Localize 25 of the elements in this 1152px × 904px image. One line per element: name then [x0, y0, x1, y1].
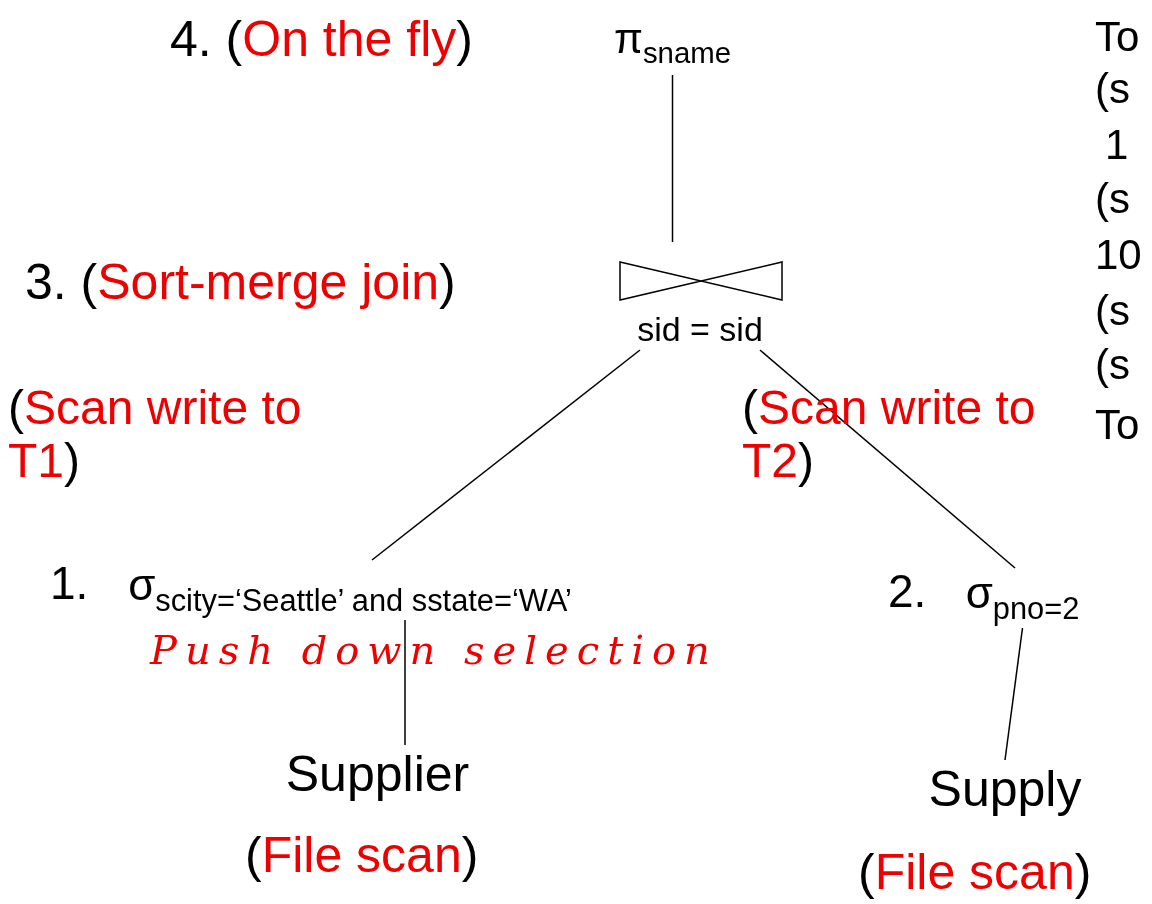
- annotation: 1.: [50, 558, 89, 609]
- annotation: (File scan): [858, 845, 1092, 900]
- node-label: σ$_{scity=‘Seattle’ and sstate=‘WA’}$: [127, 560, 573, 619]
- node-label: σ$_{pno=2}$: [964, 568, 1081, 627]
- cut-off-text: To: [1095, 14, 1140, 61]
- tree-edge: [671, 74, 674, 243]
- annotation: (File scan): [245, 828, 479, 883]
- node-label: π$_{sname}$: [612, 15, 733, 71]
- annotation: 2.: [888, 566, 927, 617]
- cut-off-text: (s: [1095, 342, 1130, 389]
- cut-off-text: To: [1095, 402, 1140, 449]
- cut-off-text: (s: [1095, 176, 1130, 223]
- annotation: 4. (On the fly): [170, 12, 473, 67]
- node-label: Supplier: [284, 745, 471, 803]
- tree-edge: [759, 349, 1016, 569]
- cut-off-text: (s: [1095, 66, 1130, 113]
- join-condition: sid = sid: [636, 310, 764, 349]
- annotation: (Scan write to T1): [8, 382, 303, 488]
- node-label: Supply: [927, 760, 1083, 818]
- cut-off-text: (s: [1095, 288, 1130, 335]
- annotation: 3. (Sort-merge join): [25, 255, 456, 310]
- tree-edge: [371, 349, 641, 561]
- cut-off-text: 10: [1095, 232, 1142, 279]
- cut-off-text: 1: [1105, 122, 1129, 169]
- tree-edge: [1004, 627, 1024, 761]
